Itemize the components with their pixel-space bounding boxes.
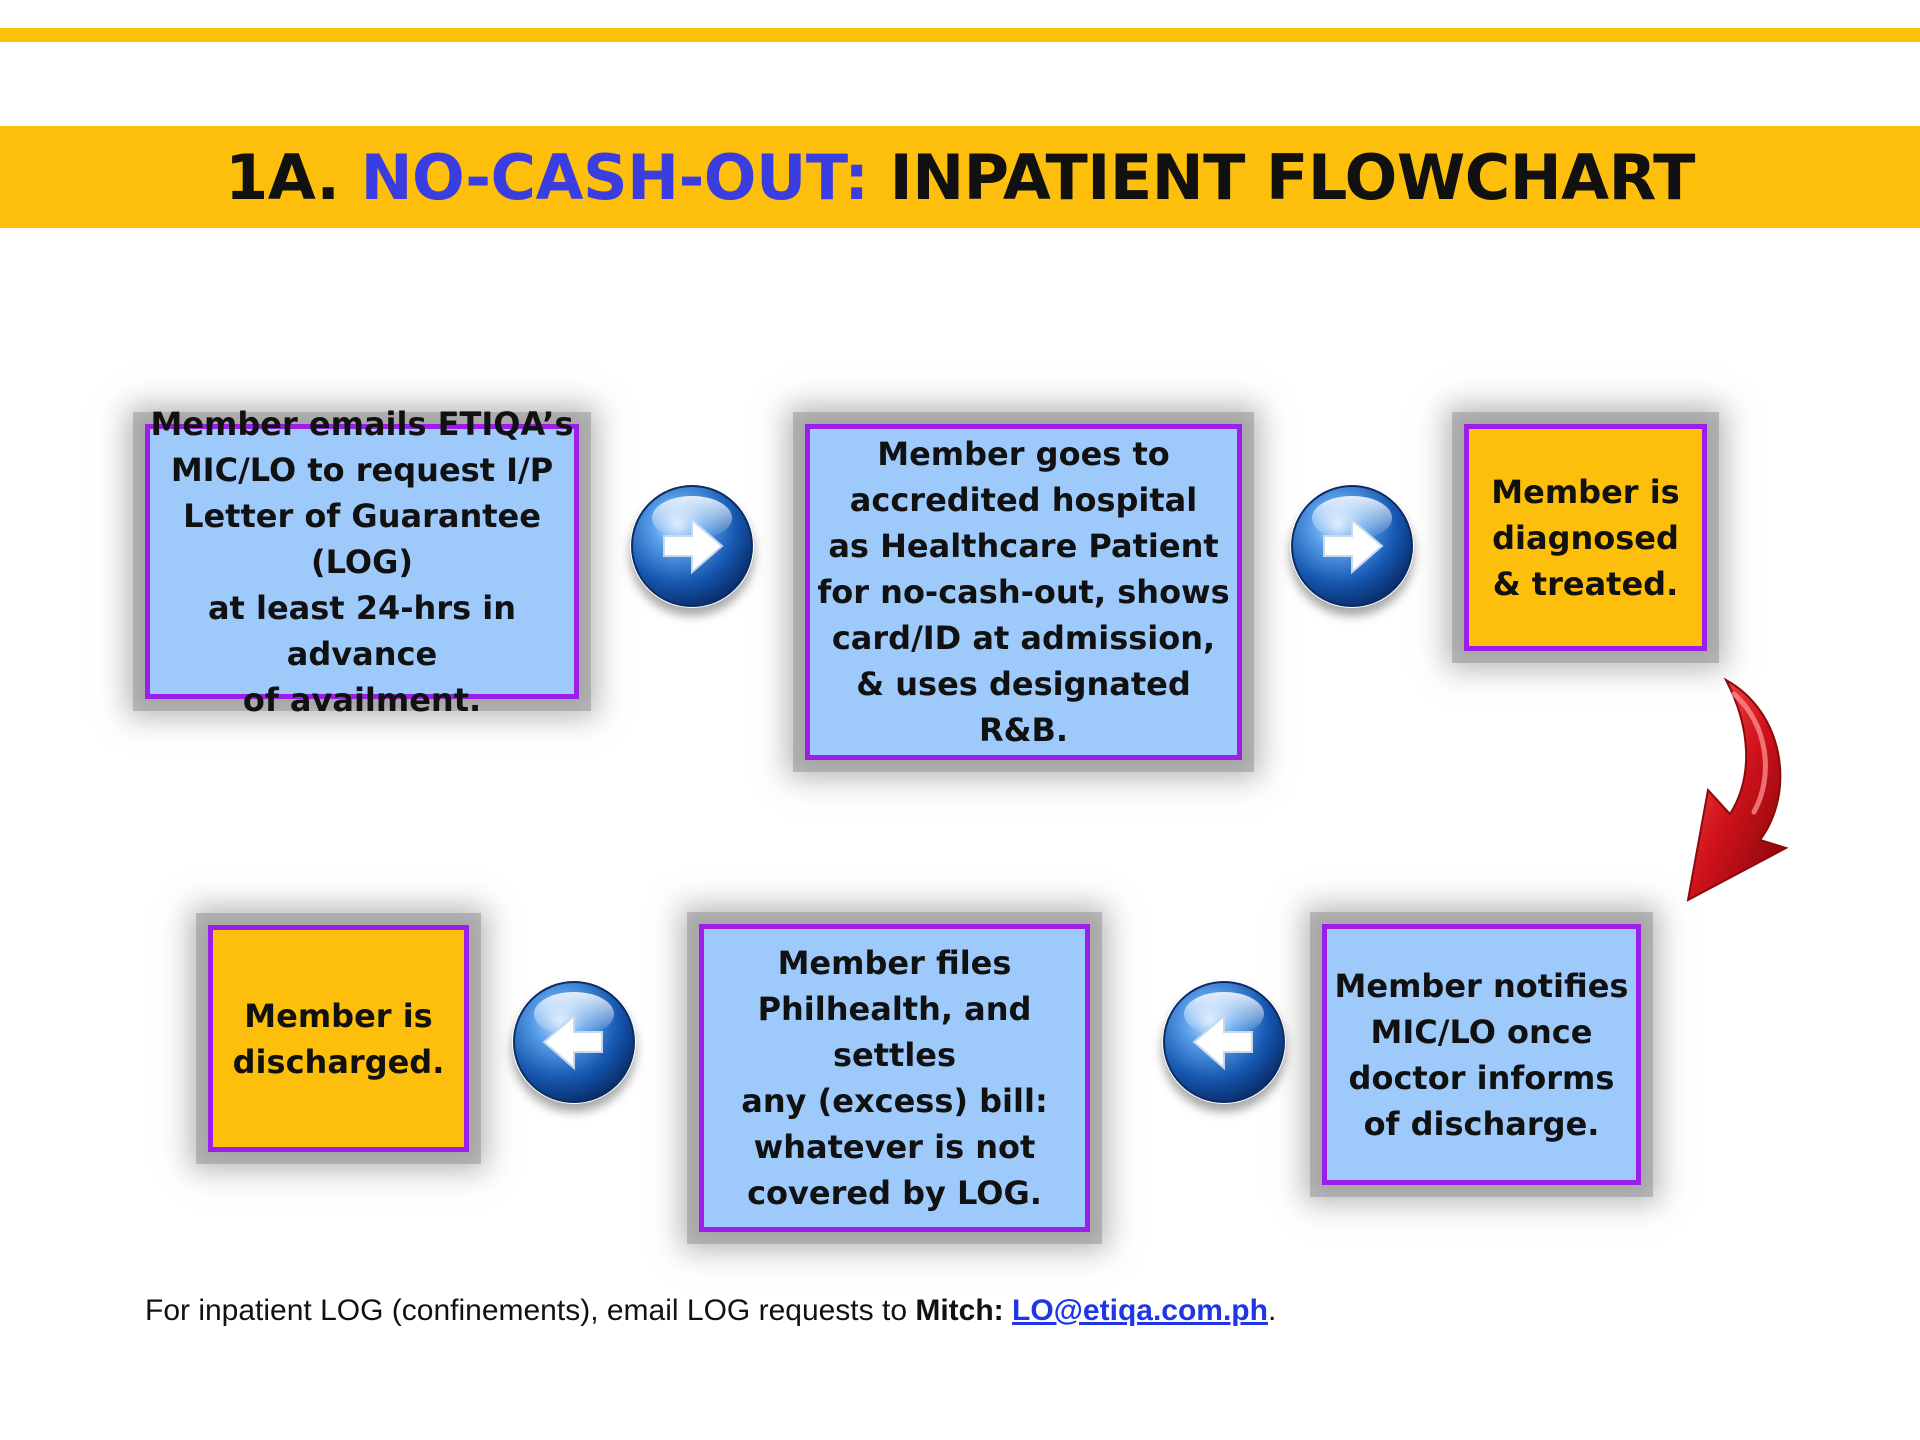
step-request-log-text: Member emails ETIQA’s MIC/LO to request … xyxy=(150,404,574,719)
step-diagnosed-text: Member is diagnosed & treated. xyxy=(1491,472,1680,603)
email-link[interactable]: LO@etiqa.com.ph xyxy=(1012,1294,1268,1327)
left-arrow-icon xyxy=(1163,981,1285,1103)
footer-suffix: . xyxy=(1267,1294,1277,1327)
prev-arrow-2 xyxy=(512,980,636,1104)
step-go-to-hospital: Member goes to accredited hospital as He… xyxy=(805,424,1242,760)
step-file-philhealth: Member files Philhealth, and settles any… xyxy=(699,924,1090,1232)
title-highlight: NO-CASH-OUT: xyxy=(360,140,869,214)
title-rest: INPATIENT FLOWCHART xyxy=(889,140,1696,214)
right-arrow-icon xyxy=(631,485,753,607)
step-file-philhealth-text: Member files Philhealth, and settles any… xyxy=(741,944,1048,1212)
footer-prefix: For inpatient LOG (confinements), email … xyxy=(145,1294,916,1327)
footer-contact: Mitch: xyxy=(915,1294,1004,1327)
step-discharged-text: Member is discharged. xyxy=(232,996,445,1081)
footer-note: For inpatient LOG (confinements), email … xyxy=(145,1294,1276,1328)
curved-down-arrow-icon xyxy=(1686,677,1789,902)
title-band: 1A. NO-CASH-OUT: INPATIENT FLOWCHART xyxy=(0,126,1920,228)
left-arrow-icon xyxy=(513,981,635,1103)
prev-arrow-1 xyxy=(1162,980,1286,1104)
page-title: 1A. NO-CASH-OUT: INPATIENT FLOWCHART xyxy=(225,141,1695,214)
right-arrow-icon xyxy=(1291,485,1413,607)
step-discharged: Member is discharged. xyxy=(208,925,469,1152)
step-notify-discharge: Member notifies MIC/LO once doctor infor… xyxy=(1322,924,1641,1185)
step-notify-discharge-text: Member notifies MIC/LO once doctor infor… xyxy=(1334,966,1629,1143)
top-rule xyxy=(0,28,1920,42)
step-request-log: Member emails ETIQA’s MIC/LO to request … xyxy=(145,405,579,719)
title-number: 1A. xyxy=(225,140,340,214)
next-arrow-1 xyxy=(630,484,754,608)
next-arrow-2 xyxy=(1290,484,1414,608)
step-go-to-hospital-text: Member goes to accredited hospital as He… xyxy=(817,435,1230,749)
step-diagnosed: Member is diagnosed & treated. xyxy=(1464,424,1707,651)
